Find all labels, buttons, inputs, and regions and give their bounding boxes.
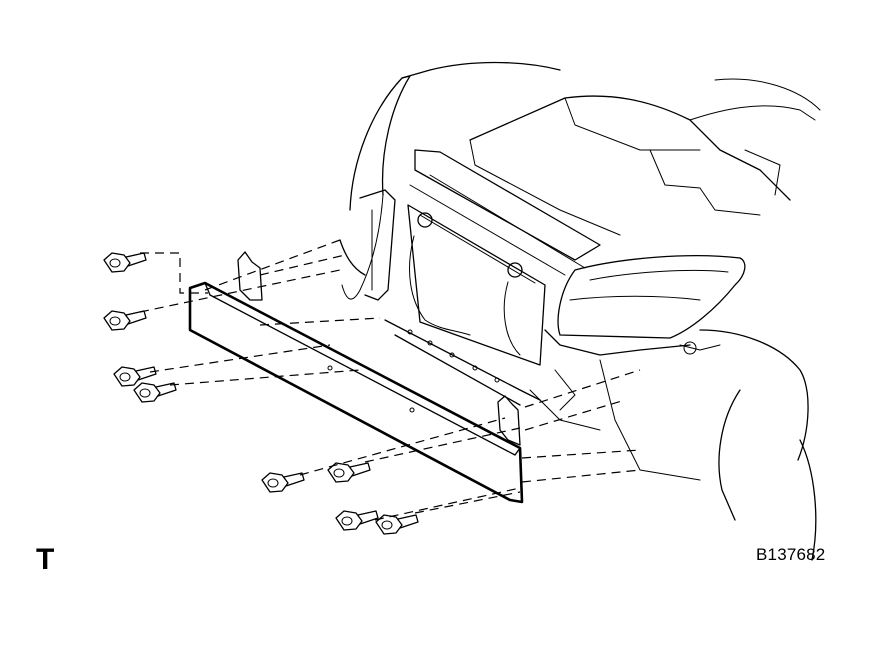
illustration-code: B137682 (756, 545, 826, 564)
bolt-3 (113, 366, 157, 387)
bolts (103, 252, 419, 535)
vehicle-front-structure (339, 61, 821, 561)
bolt-7 (335, 510, 379, 531)
bolt-8 (375, 514, 419, 535)
view-marker: T (36, 543, 55, 576)
assembly-guide-lines (139, 239, 641, 521)
bolt-6 (327, 462, 371, 483)
bolt-5 (261, 472, 305, 493)
bolt-4 (133, 382, 177, 403)
bolt-1 (103, 252, 147, 273)
bolt-2 (103, 310, 147, 331)
bumper-reinforcement (188, 251, 524, 504)
